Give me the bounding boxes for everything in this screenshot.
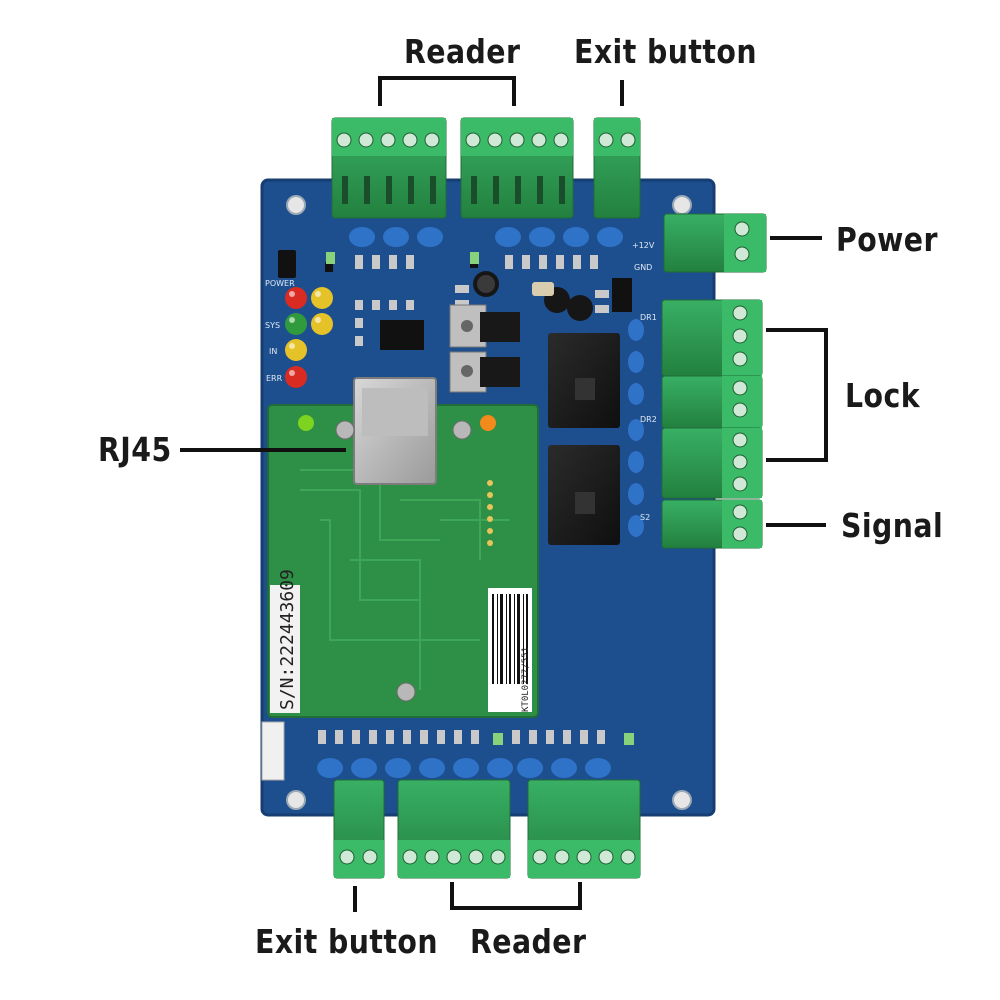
barcode-number: KT0L0277/551	[521, 647, 531, 712]
in-label: IN	[269, 347, 277, 356]
bottom-capacitors	[317, 758, 611, 778]
terminal-signal	[661, 499, 763, 549]
s2-label: S2	[640, 513, 650, 522]
top-capacitors	[349, 227, 623, 247]
power-label: Power	[836, 220, 938, 259]
reader-bottom-bracket	[450, 882, 582, 910]
terminal-reader-top-1	[331, 117, 447, 219]
side-capacitors	[628, 319, 644, 537]
lock-label: Lock	[845, 376, 921, 415]
v12-label: +12V	[632, 241, 655, 250]
status-leds	[285, 287, 333, 388]
rj45-label: RJ45	[98, 430, 172, 469]
reader-top-bracket	[378, 76, 516, 106]
callout-lines	[180, 76, 828, 912]
dr2-label: DR2	[640, 415, 657, 424]
gnd-label: GND	[634, 263, 652, 272]
relays	[548, 333, 620, 545]
power-led-label: POWER	[265, 279, 295, 288]
terminal-exit-bottom	[333, 779, 385, 879]
serial-number: S/N:222443609	[277, 569, 298, 710]
bottom-smd-row	[318, 730, 605, 744]
terminal-reader-bottom-2	[527, 779, 641, 879]
mounting-holes	[286, 195, 692, 810]
exit-button-bottom-label: Exit button	[255, 922, 438, 961]
terminal-lock-1	[661, 299, 763, 377]
reader-top-label: Reader	[404, 32, 521, 71]
voltage-regulators	[449, 304, 520, 393]
terminal-power	[663, 213, 767, 273]
barcode	[492, 594, 528, 684]
white-header-connector	[261, 721, 285, 781]
terminal-exit-top	[593, 117, 641, 219]
electrolytic-capacitors	[473, 271, 593, 321]
dr1-label: DR1	[640, 313, 657, 322]
sys-label: SYS	[265, 321, 280, 330]
exit-button-top-label: Exit button	[574, 32, 757, 71]
lock-bracket	[766, 328, 828, 462]
terminal-reader-bottom-1	[397, 779, 511, 879]
signal-label: Signal	[841, 506, 944, 545]
terminal-reader-top-2	[460, 117, 574, 219]
reader-bottom-label: Reader	[470, 922, 587, 961]
err-label: ERR	[266, 374, 283, 383]
terminal-lock-2	[661, 375, 763, 429]
terminal-lock-3	[661, 427, 763, 499]
